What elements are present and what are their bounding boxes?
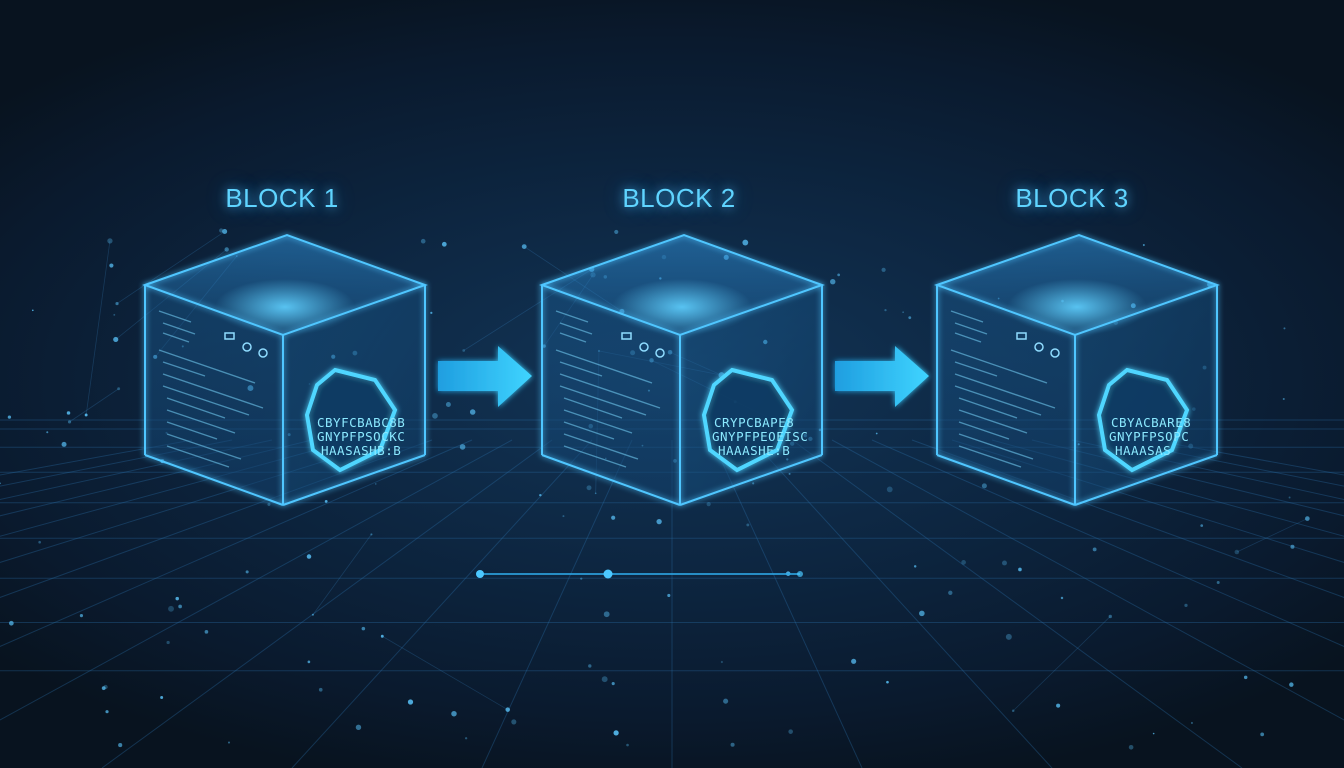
block-1-cube: CBYFCBABC8B GNYPFPSOCKC HAASASHB:B: [142, 233, 428, 506]
block-2-data-lines: [555, 310, 661, 468]
block-3-face-icons: [1016, 332, 1060, 358]
block-3-label: BLOCK 3: [1015, 183, 1129, 213]
block-3-hash-line-2: GNYPFPSOPC: [1109, 429, 1189, 444]
arrow-block2-to-block3: [835, 346, 929, 407]
info-icon: [639, 342, 649, 352]
block-1-hash-badge: CBYFCBABC8B GNYPFPSOCKC HAASASHB:B: [304, 367, 405, 473]
block-3-cube: CBYACBARE8 GNYPFPSOPC HAAASAS: [934, 233, 1220, 506]
settings-icon: [1050, 348, 1060, 358]
block-2-face-icons: [621, 332, 665, 358]
settings-icon: [258, 348, 268, 358]
info-icon: [1034, 342, 1044, 352]
block-2-hash-line-3: HAAASHE:B: [718, 443, 790, 458]
block-1-label: BLOCK 1: [225, 183, 339, 213]
block-2-hash-line-1: CRYPCBAPE8: [714, 415, 794, 430]
timeline-bar: [476, 569, 803, 579]
block-2-label: BLOCK 2: [622, 183, 736, 213]
battery-icon: [224, 332, 235, 340]
block-2-cube: CRYPCBAPE8 GNYPFPEOEISC HAAASHE:B: [539, 233, 825, 506]
battery-icon: [1016, 332, 1027, 340]
block-2-hash-line-2: GNYPFPEOEISC: [712, 429, 808, 444]
block-1-hash-line-2: GNYPFPSOCKC: [317, 429, 405, 444]
block-3-data-lines: [950, 310, 1056, 468]
block-3-hash-line-1: CBYACBARE8: [1111, 415, 1191, 430]
arrow-block1-to-block2: [438, 346, 532, 407]
battery-icon: [621, 332, 632, 340]
block-3-hash-line-3: HAAASAS: [1115, 443, 1171, 458]
block-1-data-lines: [158, 310, 264, 468]
block-2-hash-badge: CRYPCBAPE8 GNYPFPEOEISC HAAASHE:B: [701, 367, 808, 473]
block-1-hash-line-3: HAASASHB:B: [321, 443, 401, 458]
settings-icon: [655, 348, 665, 358]
block-3-hash-badge: CBYACBARE8 GNYPFPSOPC HAAASAS: [1096, 367, 1191, 473]
block-1-face-icons: [224, 332, 268, 358]
info-icon: [242, 342, 252, 352]
block-1-hash-line-1: CBYFCBABC8B: [317, 415, 405, 430]
